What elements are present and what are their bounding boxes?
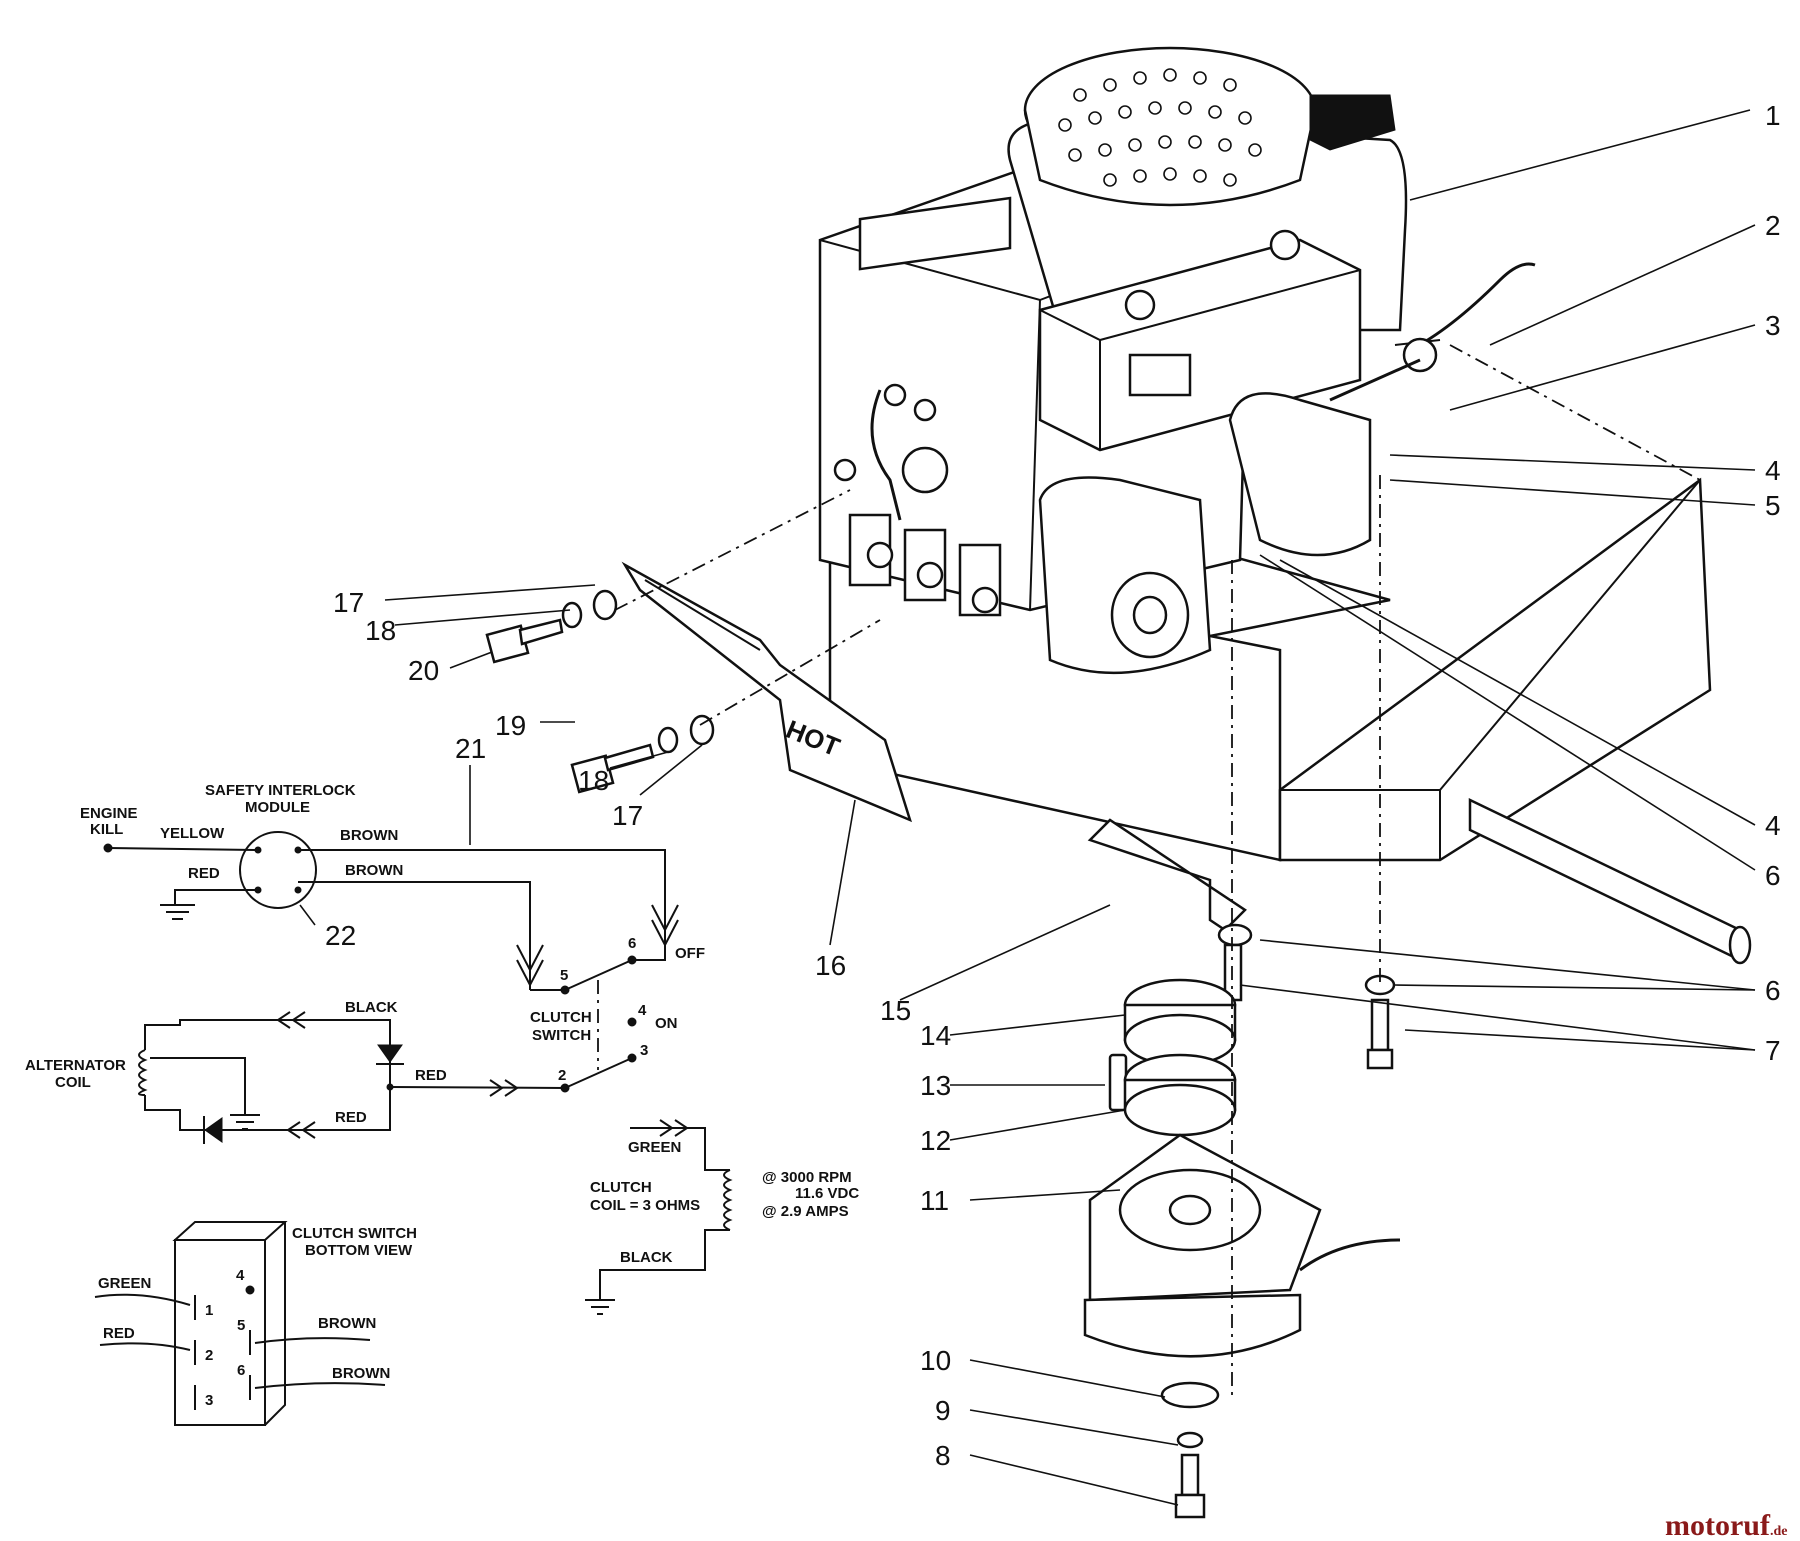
coil-spec-3: @ 2.9 AMPS: [762, 1203, 849, 1220]
wire-yellow: YELLOW: [160, 825, 225, 842]
switch-wire-brown-1: BROWN: [318, 1315, 376, 1332]
callout-6-lower: 6: [1765, 975, 1781, 1006]
pin-3: 3: [640, 1042, 648, 1059]
callout-21: 21: [455, 733, 486, 764]
pin-2: 2: [558, 1067, 566, 1084]
module-title-2: MODULE: [245, 799, 310, 816]
clutch-switch-label-1: CLUTCH: [530, 1009, 592, 1026]
wiring-schematic: SAFETY INTERLOCK MODULE ENGINE KILL YELL…: [25, 782, 859, 1315]
callout-9: 9: [935, 1395, 951, 1426]
terminal-5: 5: [237, 1317, 245, 1334]
clutch-coil-label-1: CLUTCH: [590, 1179, 652, 1196]
terminal-2: 2: [205, 1347, 213, 1364]
terminal-3: 3: [205, 1392, 213, 1409]
clutch-coil-label-2: COIL = 3 OHMS: [590, 1197, 700, 1214]
wire-black-bottom: BLACK: [620, 1249, 673, 1266]
wire-red-module: RED: [188, 865, 220, 882]
callout-3: 3: [1765, 310, 1781, 341]
callout-17-lower: 17: [612, 800, 643, 831]
pin-6: 6: [628, 935, 636, 952]
callout-4-lower: 4: [1765, 810, 1781, 841]
frame: [1278, 477, 1752, 965]
wire-brown-2: BROWN: [345, 862, 403, 879]
callout-6: 6: [1765, 860, 1781, 891]
module-title-1: SAFETY INTERLOCK: [205, 782, 356, 799]
coil-spec-1: @ 3000 RPM: [762, 1169, 852, 1186]
screen-holes: [1058, 68, 1262, 187]
wire-brown-1: BROWN: [340, 827, 398, 844]
callout-leaders: [384, 109, 1756, 1506]
engine-kill-1: ENGINE: [80, 805, 138, 822]
callout-13: 13: [920, 1070, 951, 1101]
engine-kill-2: KILL: [90, 821, 123, 838]
callout-16: 16: [815, 950, 846, 981]
wire-red-mid: RED: [415, 1067, 447, 1084]
pin-5: 5: [560, 967, 568, 984]
switch-wire-green: GREEN: [98, 1275, 151, 1292]
callout-10: 10: [920, 1345, 951, 1376]
terminal-6: 6: [237, 1362, 245, 1379]
callout-8: 8: [935, 1440, 951, 1471]
svg-text:motoruf.de: motoruf.de: [1665, 1509, 1787, 1541]
terminal-4: 4: [236, 1267, 245, 1284]
clutch-switch-bottom-view: CLUTCH SWITCH BOTTOM VIEW 1 2 3 4 5 6 GR…: [94, 1221, 417, 1426]
watermark-logo: motoruf.de: [1665, 1509, 1787, 1541]
heat-shield: HOT: [621, 561, 912, 823]
switch-wire-brown-2: BROWN: [332, 1365, 390, 1382]
callout-22: 22: [325, 920, 356, 951]
callout-2: 2: [1765, 210, 1781, 241]
callout-20: 20: [408, 655, 439, 686]
callout-5: 5: [1765, 490, 1781, 521]
pin-4: 4: [638, 1002, 647, 1019]
callout-4: 4: [1765, 455, 1781, 486]
callout-11: 11: [920, 1185, 949, 1216]
callout-14: 14: [920, 1020, 951, 1051]
callout-12: 12: [920, 1125, 951, 1156]
clutch-assembly: [1083, 818, 1401, 1519]
watermark-brand: motoruf: [1665, 1509, 1771, 1541]
wire-green: GREEN: [628, 1139, 681, 1156]
alternator-label-2: COIL: [55, 1074, 91, 1091]
switch-wire-red: RED: [103, 1325, 135, 1342]
clutch-switch-label-2: SWITCH: [532, 1027, 591, 1044]
callout-19: 19: [495, 710, 526, 741]
switch-view-title-2: BOTTOM VIEW: [305, 1242, 413, 1259]
callout-18: 18: [365, 615, 396, 646]
switch-on: ON: [655, 1015, 678, 1032]
terminal-1: 1: [205, 1302, 213, 1319]
switch-off: OFF: [675, 945, 705, 962]
callout-18-lower: 18: [578, 765, 609, 796]
callout-7: 7: [1765, 1035, 1781, 1066]
wire-black-top: BLACK: [345, 999, 398, 1016]
coil-spec-2: 11.6 VDC: [795, 1185, 859, 1202]
callout-15: 15: [880, 995, 911, 1026]
watermark-suffix: .de: [1770, 1524, 1788, 1539]
wire-red-bottom: RED: [335, 1109, 367, 1126]
callout-1: 1: [1765, 100, 1781, 131]
switch-view-title-1: CLUTCH SWITCH: [292, 1225, 417, 1242]
callout-numbers: 1 2 3 4 5 4 6 6 7 8 9 10 11 12 13 14 15 …: [325, 100, 1781, 1471]
alignment-lines: [614, 344, 1701, 1395]
alternator-label-1: ALTERNATOR: [25, 1057, 126, 1074]
engine: [818, 46, 1536, 862]
callout-17: 17: [333, 587, 364, 618]
